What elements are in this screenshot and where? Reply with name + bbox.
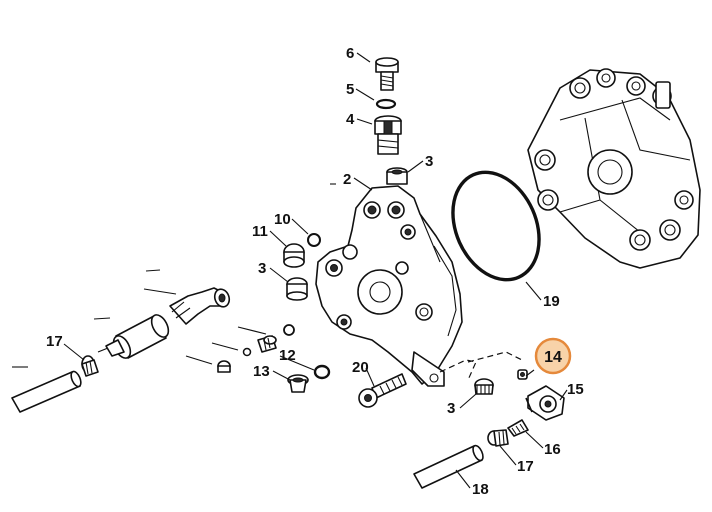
hose-right-18 bbox=[413, 444, 484, 489]
plug-4 bbox=[374, 115, 402, 155]
label-3-right: 3 bbox=[447, 400, 455, 417]
o-ring-small bbox=[283, 324, 295, 336]
label-4: 4 bbox=[346, 111, 355, 128]
nut-17-right bbox=[487, 429, 509, 447]
bolt-6 bbox=[375, 57, 399, 91]
plug-13 bbox=[287, 374, 309, 393]
cap-3-left bbox=[286, 277, 308, 301]
label-10: 10 bbox=[274, 211, 291, 228]
cap-3-right bbox=[474, 378, 494, 395]
pump-housing bbox=[527, 68, 701, 269]
o-ring-5 bbox=[375, 98, 397, 110]
label-18: 18 bbox=[472, 481, 489, 498]
label-20: 20 bbox=[352, 359, 369, 376]
label-17-left: 17 bbox=[46, 333, 63, 350]
label-5: 5 bbox=[346, 81, 354, 98]
leader-lines bbox=[12, 52, 568, 489]
label-11: 11 bbox=[252, 223, 268, 240]
banjo-15 bbox=[525, 385, 565, 421]
cap-11 bbox=[283, 243, 305, 268]
check-ball-14 bbox=[517, 369, 528, 380]
label-6: 6 bbox=[346, 45, 354, 62]
label-3-top: 3 bbox=[425, 153, 433, 170]
hose-left bbox=[11, 370, 82, 413]
nut-3-top bbox=[386, 167, 408, 185]
label-15: 15 bbox=[567, 381, 584, 398]
label-14: 14 bbox=[544, 349, 562, 366]
washer-small bbox=[242, 347, 252, 357]
pump-body bbox=[315, 185, 463, 387]
nut-17-left bbox=[81, 355, 99, 377]
o-ring-19 bbox=[451, 170, 541, 282]
label-3-left: 3 bbox=[258, 260, 266, 277]
label-13: 13 bbox=[253, 363, 270, 380]
o-ring-10 bbox=[307, 233, 321, 247]
highlight-badge-14[interactable]: 14 bbox=[534, 337, 572, 375]
label-17-right: 17 bbox=[517, 458, 534, 475]
elbow-fitting bbox=[169, 287, 231, 325]
plug-small bbox=[217, 360, 231, 373]
bolt-20 bbox=[358, 373, 407, 408]
o-ring-12 bbox=[313, 364, 331, 380]
label-2: 2 bbox=[343, 171, 351, 188]
bolt-16 bbox=[507, 419, 529, 437]
assembly-dash-line bbox=[439, 351, 523, 381]
coupling bbox=[97, 314, 170, 359]
valve-small bbox=[257, 335, 277, 353]
label-19: 19 bbox=[543, 293, 560, 310]
label-12: 12 bbox=[279, 347, 296, 364]
label-16: 16 bbox=[544, 441, 561, 458]
